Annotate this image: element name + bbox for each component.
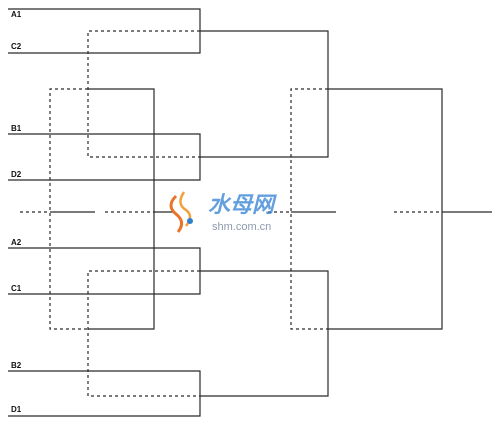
left-connector	[20, 88, 175, 330]
slot-label-b1: B1	[11, 124, 22, 133]
slot-label-a1: A1	[11, 10, 22, 19]
alt-path-upper	[87, 30, 200, 158]
slot-label-c1: C1	[11, 284, 22, 293]
slot-label-c2: C2	[11, 42, 22, 51]
watermark-domain: shm.com.cn	[212, 221, 271, 233]
watermark-logo-icon	[169, 191, 193, 233]
slot-label-b2: B2	[11, 361, 22, 370]
semifinal-connector	[268, 88, 492, 330]
watermark: 水母网 shm.com.cn	[169, 191, 277, 233]
slot-label-d1: D1	[11, 405, 22, 414]
slot-label-a2: A2	[11, 238, 22, 247]
watermark-site-name: 水母网	[208, 192, 277, 217]
alt-path-lower	[87, 270, 200, 397]
slot-label-d2: D2	[11, 170, 22, 179]
match-a2-c1	[8, 247, 329, 397]
match-b2-d1	[8, 370, 201, 417]
